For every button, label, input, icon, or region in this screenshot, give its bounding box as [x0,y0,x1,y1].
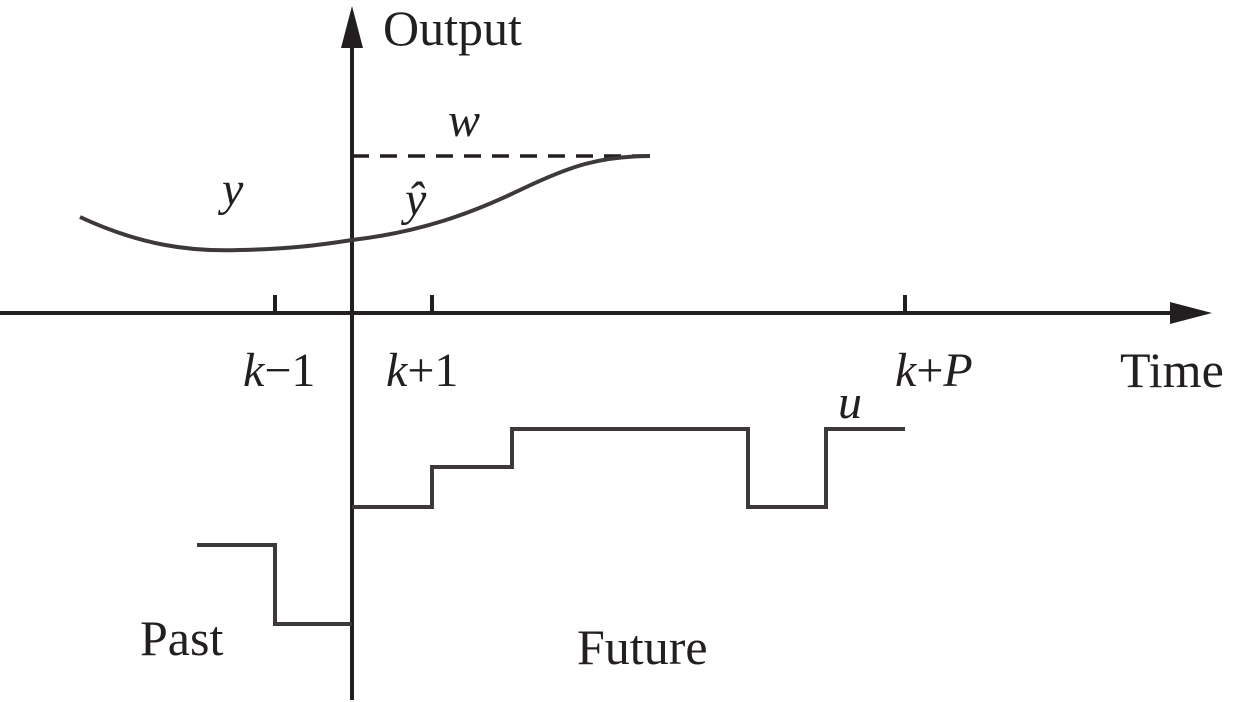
output-axis-label: Output [383,0,522,56]
tick-k-minus-1-rest: −1 [264,344,315,397]
measured-output-curve [79,215,353,253]
tick-k-plus-1-rest: +1 [407,344,458,397]
setpoint-label: w [448,94,480,147]
future-control-input [352,427,905,509]
tick-label-k-minus-1: k−1 [243,344,315,397]
past-control-input [197,543,352,626]
measured-output-label: y [217,163,244,216]
tick-k-var: k [386,344,409,397]
tick-k-var: k [895,344,918,397]
predicted-output-curve [351,154,651,242]
tick-k-var: k [243,344,266,397]
tick-label-k-plus-1: k+1 [386,344,458,397]
time-axis-label: Time [1120,342,1224,398]
time-axis-arrowhead [1170,302,1212,324]
control-input-label: u [838,376,862,429]
future-region-label: Future [577,619,708,675]
past-region-label: Past [140,610,223,666]
output-axis-arrowhead [341,6,363,48]
tick-k-plus-p-op: + [916,344,943,397]
tick-p-var: P [942,344,972,397]
tick-label-k-plus-p: k+P [895,344,973,397]
predicted-output-label: ŷ [400,173,427,226]
